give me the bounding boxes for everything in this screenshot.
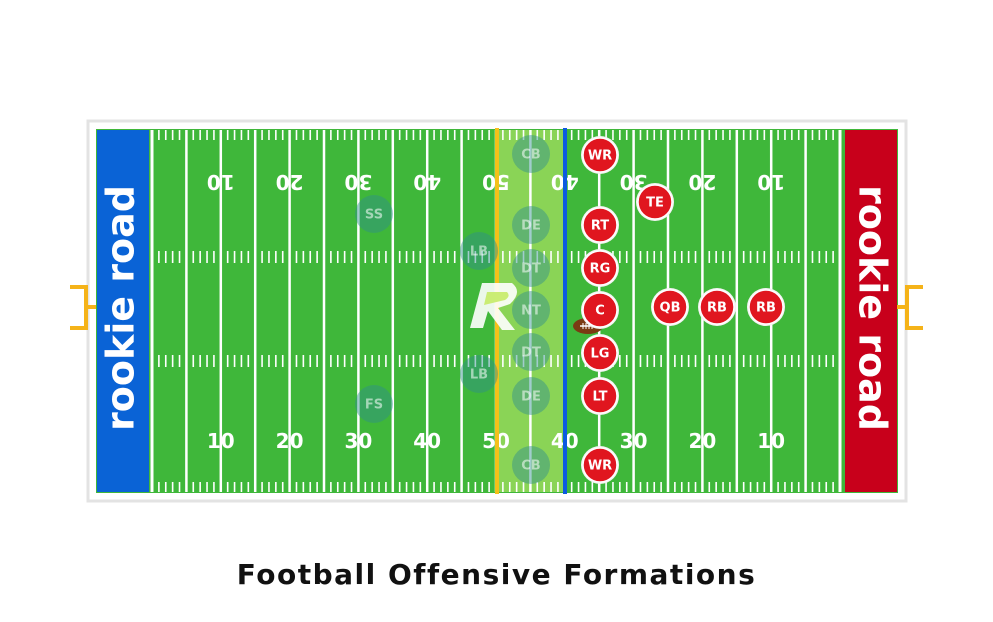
defense-player-fs: FS [355, 385, 393, 423]
left-endzone [97, 130, 149, 492]
player-label: RT [591, 219, 609, 234]
player-label: LG [591, 347, 610, 362]
yard-number-top: 10 [207, 170, 235, 194]
offense-player-lg: LG [581, 334, 619, 372]
player-label: DE [521, 390, 541, 405]
offense-player-lt: LT [581, 377, 619, 415]
defense-player-cb: CB [512, 446, 550, 484]
offense-player-wr: WR [581, 136, 619, 174]
offense-player-rb: RB [747, 288, 785, 326]
offense-player-rb: RB [698, 288, 736, 326]
player-label: QB [660, 301, 681, 316]
player-label: WR [588, 459, 612, 474]
player-label: DE [521, 219, 541, 234]
right-endzone [845, 130, 897, 492]
player-label: LB [470, 368, 488, 383]
offense-player-rt: RT [581, 206, 619, 244]
player-label: SS [365, 208, 383, 223]
player-label: C [595, 304, 605, 319]
yard-number-top: 20 [276, 170, 304, 194]
yard-number-bottom: 10 [757, 429, 785, 453]
yard-number-top: 40 [413, 170, 441, 194]
yard-number-bottom: 20 [688, 429, 716, 453]
defense-player-de: DE [512, 206, 550, 244]
diagram-caption: Football Offensive Formations [236, 558, 757, 591]
yard-number-bottom: 20 [276, 429, 304, 453]
offense-player-rg: RG [581, 249, 619, 287]
defense-player-cb: CB [512, 135, 550, 173]
offense-player-wr: WR [581, 446, 619, 484]
player-label: FS [365, 398, 383, 413]
yard-number-bottom: 30 [620, 429, 648, 453]
yard-number-bottom: 30 [344, 429, 372, 453]
left-endzone-brand: rookie road [99, 185, 143, 431]
player-label: CB [521, 148, 540, 163]
yard-number-top: 20 [688, 170, 716, 194]
player-label: RG [590, 262, 611, 277]
yard-number-bottom: 40 [413, 429, 441, 453]
yard-number-top: 30 [344, 170, 372, 194]
offense-player-qb: QB [651, 288, 689, 326]
right-goalpost-icon [897, 285, 923, 330]
player-label: NT [521, 304, 541, 319]
player-label: WR [588, 149, 612, 164]
player-label: DT [521, 346, 541, 361]
offense-player-te: TE [636, 183, 674, 221]
offense-player-c: C [581, 291, 619, 329]
defense-player-lb: LB [460, 355, 498, 393]
midfield-logo-accent [484, 292, 509, 305]
right-endzone-brand: rookie road [851, 185, 895, 431]
player-label: RB [707, 301, 727, 316]
defense-player-dt: DT [512, 333, 550, 371]
yard-number-top: 10 [757, 170, 785, 194]
defense-player-dt: DT [512, 249, 550, 287]
player-label: LT [593, 390, 608, 405]
left-goalpost-icon [70, 285, 96, 330]
defense-player-ss: SS [355, 195, 393, 233]
player-label: TE [646, 196, 664, 211]
player-label: DT [521, 262, 541, 277]
player-label: LB [470, 245, 488, 260]
player-label: CB [521, 459, 540, 474]
defense-player-lb: LB [460, 232, 498, 270]
defense-player-nt: NT [512, 291, 550, 329]
defense-player-de: DE [512, 377, 550, 415]
yard-number-bottom: 10 [207, 429, 235, 453]
player-label: RB [756, 301, 776, 316]
